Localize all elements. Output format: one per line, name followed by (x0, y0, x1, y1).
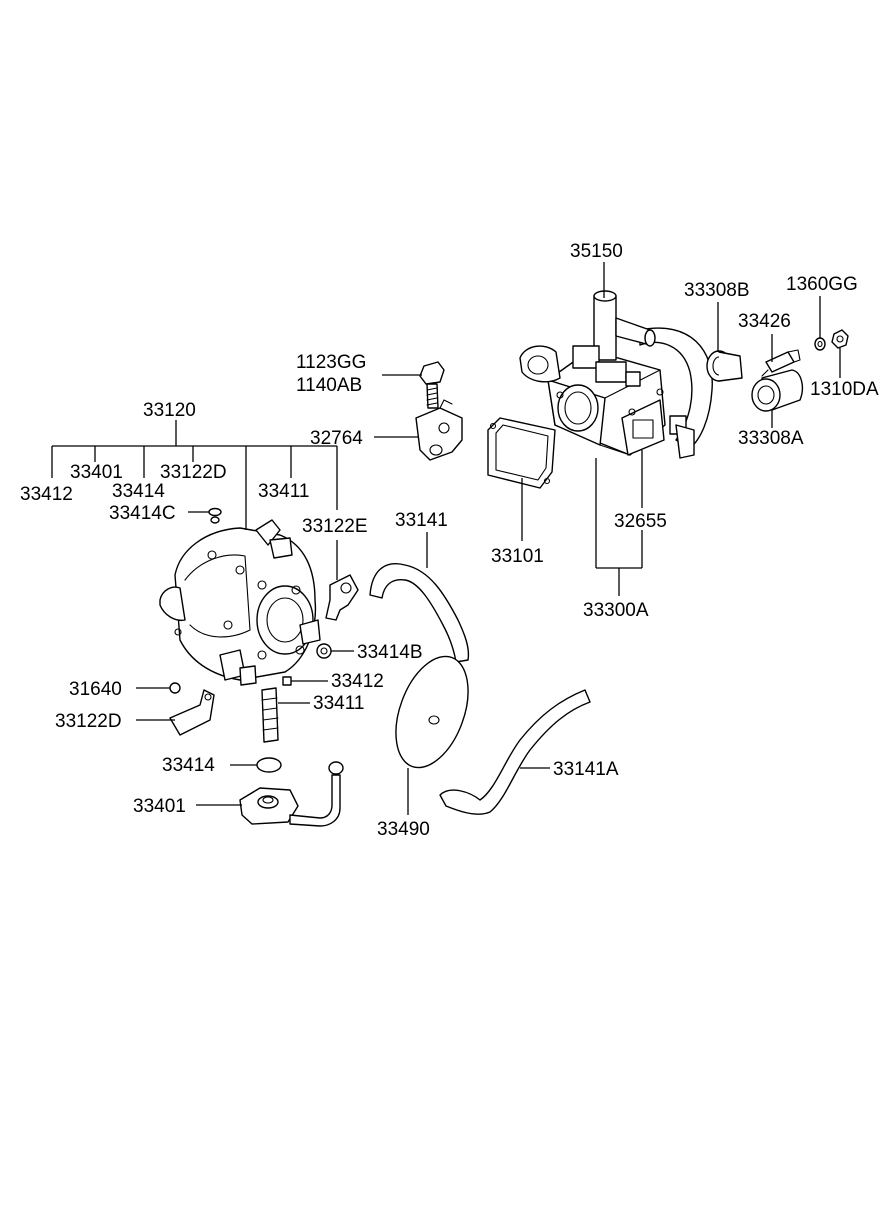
label-33411-mid: 33411 (313, 693, 364, 714)
label-33414-low: 33414 (162, 755, 215, 776)
label-33412-mid: 33412 (331, 671, 384, 692)
label-1140AB: 1140AB (296, 375, 362, 396)
label-33414B: 33414B (357, 642, 423, 663)
plate-33490 (395, 655, 469, 769)
label-33300A: 33300A (583, 600, 649, 621)
label-1360GG: 1360GG (786, 274, 858, 295)
gasket-33101 (487, 417, 556, 489)
clip-33412 (282, 676, 292, 686)
label-32764: 32764 (310, 428, 363, 449)
hose-33141A (439, 689, 591, 815)
label-33426: 33426 (738, 311, 791, 332)
washer-1360GG (814, 337, 826, 351)
o-ring-33414 (256, 757, 282, 773)
nut-1310DA (831, 329, 849, 349)
label-33412-top: 33412 (20, 484, 73, 505)
bracket-33122E (325, 574, 359, 621)
label-33141A: 33141A (553, 759, 619, 780)
label-1310DA: 1310DA (810, 379, 879, 400)
label-31640: 31640 (69, 679, 122, 700)
bolt-1123GG (419, 361, 445, 409)
label-33401-top: 33401 (70, 462, 123, 483)
label-33122D-mid: 33122D (55, 711, 122, 732)
housing-33308A (751, 369, 804, 412)
valve-33401 (239, 761, 344, 827)
bracket-32764 (415, 399, 463, 461)
label-33122E: 33122E (302, 516, 368, 537)
label-35150: 35150 (570, 241, 623, 262)
label-33101: 33101 (491, 546, 544, 567)
label-33401-low: 33401 (133, 796, 186, 817)
fitting-33411 (261, 687, 279, 743)
label-33308B: 33308B (684, 280, 750, 301)
label-33120: 33120 (143, 400, 196, 421)
regulator-assembly (159, 516, 321, 686)
label-33414-top: 33414 (112, 481, 165, 502)
label-1123GG: 1123GG (296, 352, 366, 373)
o-ring-33414B (316, 643, 332, 659)
throttle-body-assembly (519, 290, 713, 459)
part-labels: 35150 33308B 1360GG 33426 1310DA 33308A … (20, 241, 879, 840)
label-33141: 33141 (395, 510, 448, 531)
label-33490: 33490 (377, 819, 430, 840)
label-33411-top: 33411 (258, 481, 309, 502)
sensor-33426 (761, 349, 801, 377)
bracket-33122D (169, 689, 215, 736)
hose-33141 (369, 563, 470, 663)
label-33122D-top: 33122D (160, 462, 227, 483)
plug-31640 (169, 682, 181, 694)
label-32655: 32655 (614, 511, 667, 532)
o-ring-33414C (208, 507, 222, 517)
gasket-33308B (706, 350, 743, 382)
label-33414C: 33414C (109, 503, 176, 524)
leader-lines (51, 262, 841, 815)
label-33308A: 33308A (738, 428, 804, 449)
